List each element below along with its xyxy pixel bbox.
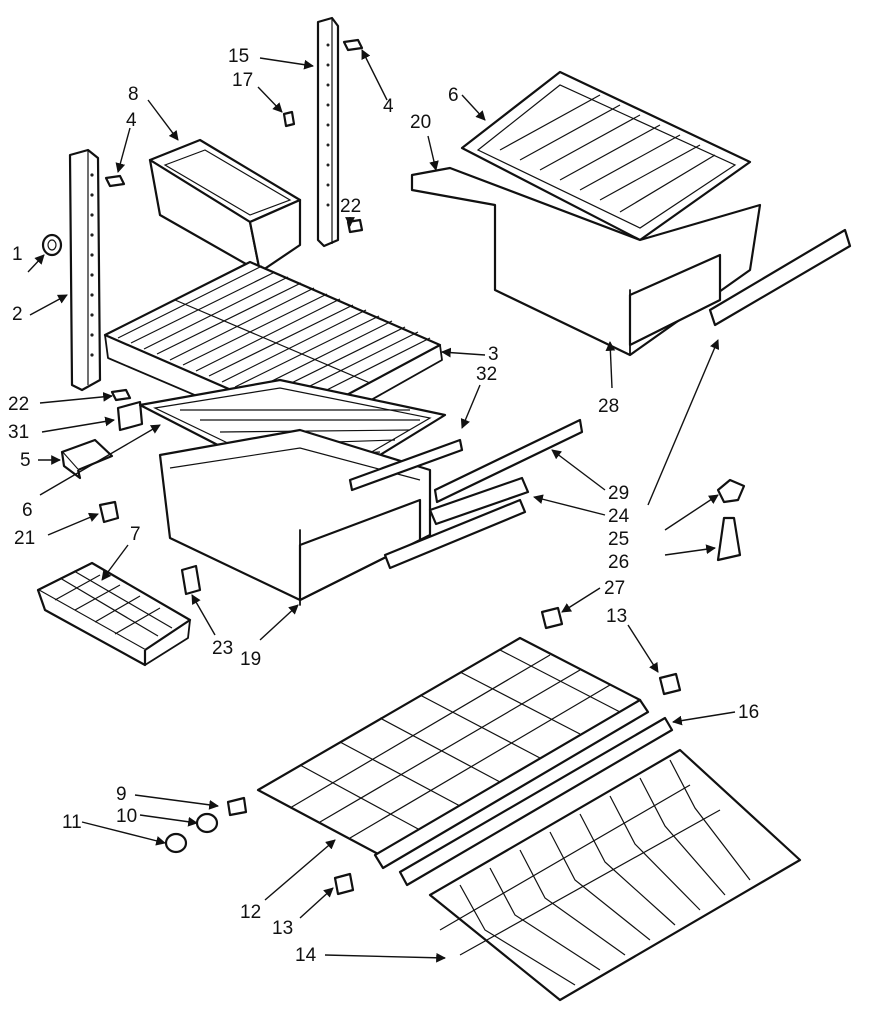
label-22: 22 xyxy=(8,394,29,415)
right-crisper-pan xyxy=(410,166,852,357)
wire-basket xyxy=(428,748,802,1002)
label-19: 19 xyxy=(240,649,261,670)
damper-part xyxy=(716,478,746,562)
shelf-bracket xyxy=(116,400,144,432)
label-3: 3 xyxy=(488,344,499,365)
label-31: 31 xyxy=(8,422,29,443)
label-23: 23 xyxy=(212,638,233,659)
label-15: 15 xyxy=(228,46,249,67)
label-26: 26 xyxy=(608,552,629,573)
label-13: 13 xyxy=(272,918,293,939)
label-27: 27 xyxy=(604,578,625,599)
shelf-clip xyxy=(60,438,114,480)
label-4: 4 xyxy=(126,110,137,131)
label-25: 25 xyxy=(608,529,629,550)
label-4: 4 xyxy=(383,96,394,117)
crisper-pan xyxy=(158,428,432,606)
wire-shelf xyxy=(103,260,443,441)
knob-part xyxy=(164,832,188,854)
label-6: 6 xyxy=(448,85,459,106)
door-bin xyxy=(148,138,302,274)
clip-part xyxy=(282,110,296,128)
label-10: 10 xyxy=(116,806,137,827)
label-17: 17 xyxy=(232,70,253,91)
label-20: 20 xyxy=(410,112,431,133)
label-24: 24 xyxy=(608,506,630,527)
label-2: 2 xyxy=(12,304,23,325)
label-1: 1 xyxy=(12,244,23,265)
screw-part xyxy=(104,174,126,188)
knob-part xyxy=(540,606,564,630)
center-shelf-rail xyxy=(316,16,340,248)
label-6: 6 xyxy=(22,500,33,521)
label-12: 12 xyxy=(240,902,261,923)
glass-shelf xyxy=(460,70,752,242)
label-32: 32 xyxy=(476,364,497,385)
trim-strip xyxy=(348,418,584,570)
screw-part xyxy=(110,388,132,402)
label-9: 9 xyxy=(116,784,127,805)
knob-part xyxy=(195,812,219,834)
label-16: 16 xyxy=(738,702,759,723)
screw-part xyxy=(226,796,248,817)
knob-part xyxy=(98,500,120,524)
label-14: 14 xyxy=(295,945,317,966)
label-28: 28 xyxy=(598,396,619,417)
label-11: 11 xyxy=(62,812,82,833)
knob-part xyxy=(658,672,682,696)
label-29: 29 xyxy=(608,483,629,504)
latch-part xyxy=(180,564,202,596)
ice-cube-tray xyxy=(36,561,192,667)
knob-part xyxy=(41,233,63,257)
label-8: 8 xyxy=(128,84,139,105)
trim-bar xyxy=(398,716,674,887)
label-22: 22 xyxy=(340,196,361,217)
wire-grid-shelf xyxy=(256,636,650,870)
leader-lines xyxy=(27,49,736,963)
label-7: 7 xyxy=(130,524,141,545)
label-13: 13 xyxy=(606,606,627,627)
knob-part xyxy=(333,872,355,896)
part-labels: 1 2 3 4 4 5 6 6 7 8 9 10 11 12 13 13 14 … xyxy=(8,46,759,966)
screw-part xyxy=(342,38,364,52)
label-5: 5 xyxy=(20,450,31,471)
label-21: 21 xyxy=(14,528,35,549)
left-shelf-rail xyxy=(68,148,102,392)
